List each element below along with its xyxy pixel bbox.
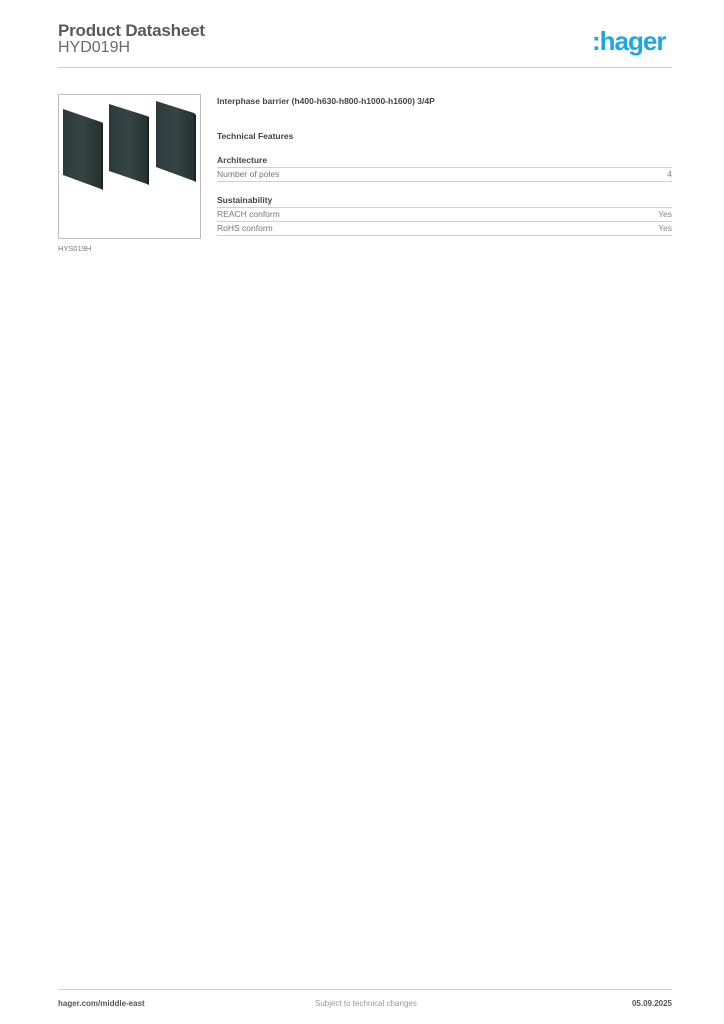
footer-date: 05.09.2025 bbox=[631, 999, 672, 1008]
product-details: Interphase barrier (h400-h630-h800-h1000… bbox=[217, 96, 672, 236]
spec-row: Number of poles 4 bbox=[217, 168, 672, 182]
spec-label: REACH conform bbox=[217, 209, 280, 219]
spec-label: RoHS conform bbox=[217, 223, 273, 233]
spec-label: Number of poles bbox=[217, 169, 280, 179]
page-title: Product Datasheet bbox=[58, 21, 205, 40]
section-title: Architecture bbox=[217, 155, 672, 168]
spec-value: 4 bbox=[667, 169, 672, 179]
spec-row: RoHS conform Yes bbox=[217, 222, 672, 236]
interphase-barrier-illustration bbox=[63, 101, 196, 190]
product-name: Interphase barrier (h400-h630-h800-h1000… bbox=[217, 96, 435, 106]
hager-logo: :hager bbox=[592, 26, 666, 56]
footer-divider bbox=[58, 989, 672, 990]
spec-value: Yes bbox=[658, 223, 672, 233]
spec-row: REACH conform Yes bbox=[217, 208, 672, 222]
technical-features-heading: Technical Features bbox=[217, 131, 294, 141]
image-caption: HYS019H bbox=[58, 244, 92, 253]
spec-value: Yes bbox=[658, 209, 672, 219]
section-sustainability: Sustainability REACH conform Yes RoHS co… bbox=[217, 195, 672, 236]
footer-website: hager.com/middle-east bbox=[58, 999, 145, 1008]
footer-disclaimer: Subject to technical changes bbox=[315, 999, 417, 1008]
section-title: Sustainability bbox=[217, 195, 672, 208]
header-divider bbox=[58, 67, 672, 68]
product-code: HYD019H bbox=[58, 39, 131, 56]
product-image bbox=[58, 94, 201, 239]
section-architecture: Architecture Number of poles 4 bbox=[217, 155, 672, 182]
